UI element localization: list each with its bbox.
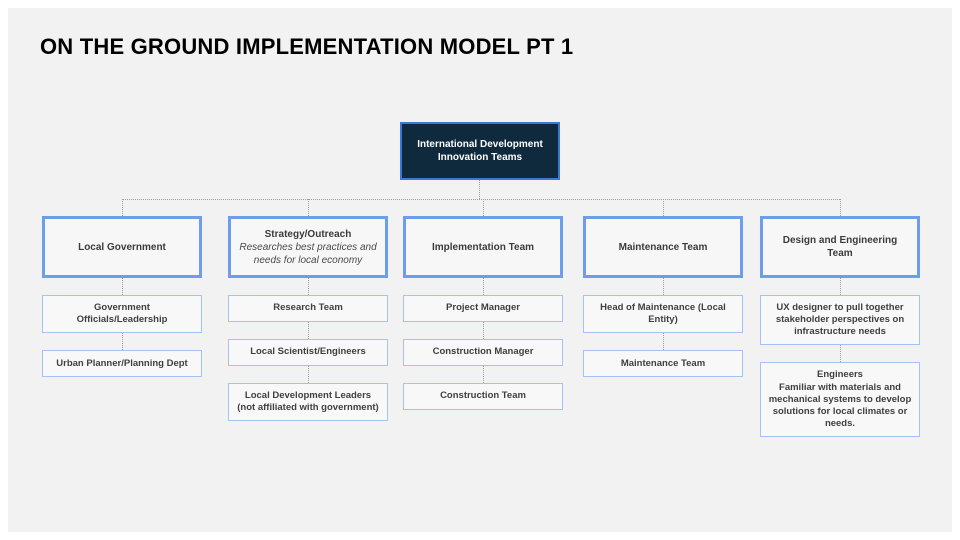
branch-head-label: Local Government [78,241,166,253]
connector-stub [840,199,841,216]
node-box: Government Officials/Leadership [42,295,202,334]
branch-head-box: Design and Engineering Team [760,216,920,278]
connector-stub [308,199,309,216]
branch-head-label: Maintenance Team [618,241,708,253]
node-box: Maintenance Team [583,350,743,378]
connector-line [482,278,484,295]
root-node-box: International Development Innovation Tea… [400,122,560,180]
branch-design-engineering-team: Design and Engineering Team UX designer … [760,216,920,438]
node-box: Construction Team [403,383,563,410]
connector-line [307,322,309,339]
branch-head-subtitle: Researches best practices and needs for … [239,241,377,266]
connector-stub [663,199,664,216]
connector-stub [483,199,484,216]
connector-stub [122,199,123,216]
slide-title: ON THE GROUND IMPLEMENTATION MODEL PT 1 [40,34,574,59]
connector-line [662,278,664,295]
branch-head-box: Implementation Team [403,216,563,278]
node-box: Local Development Leaders (not affiliate… [228,383,388,422]
connector-line [121,278,123,295]
connector-line [662,333,664,351]
branch-maintenance-team: Maintenance Team Head of Maintenance (Lo… [583,216,743,378]
slide-canvas: ON THE GROUND IMPLEMENTATION MODEL PT 1 … [8,8,952,532]
branch-head-label: Strategy/Outreach [264,228,352,240]
connector-line [482,366,484,383]
branch-local-government: Local Government Government Officials/Le… [42,216,202,378]
node-box: Project Manager [403,295,563,322]
branch-implementation-team: Implementation Team Project Manager Cons… [403,216,563,410]
org-chart: International Development Innovation Tea… [8,8,952,532]
node-box: UX designer to pull together stakeholder… [760,295,920,346]
connector-trunk-horizontal [122,199,840,200]
connector-line [839,345,841,363]
branch-head-label: Design and Engineering Team [782,235,898,259]
node-box: Head of Maintenance (Local Entity) [583,295,743,334]
connector-line [482,322,484,339]
connector-line [839,278,841,295]
connector-line [307,366,309,383]
node-box: Engineers Familiar with materials and me… [760,362,920,438]
branch-head-box: Local Government [42,216,202,278]
node-box: Research Team [228,295,388,322]
node-box: Local Scientist/Engineers [228,339,388,366]
connector-trunk-vertical [479,180,480,199]
node-box: Urban Planner/Planning Dept [42,350,202,378]
connector-line [307,278,309,295]
branch-head-label: Implementation Team [431,241,535,253]
branch-head-box: Maintenance Team [583,216,743,278]
node-box: Construction Manager [403,339,563,366]
connector-line [121,333,123,351]
